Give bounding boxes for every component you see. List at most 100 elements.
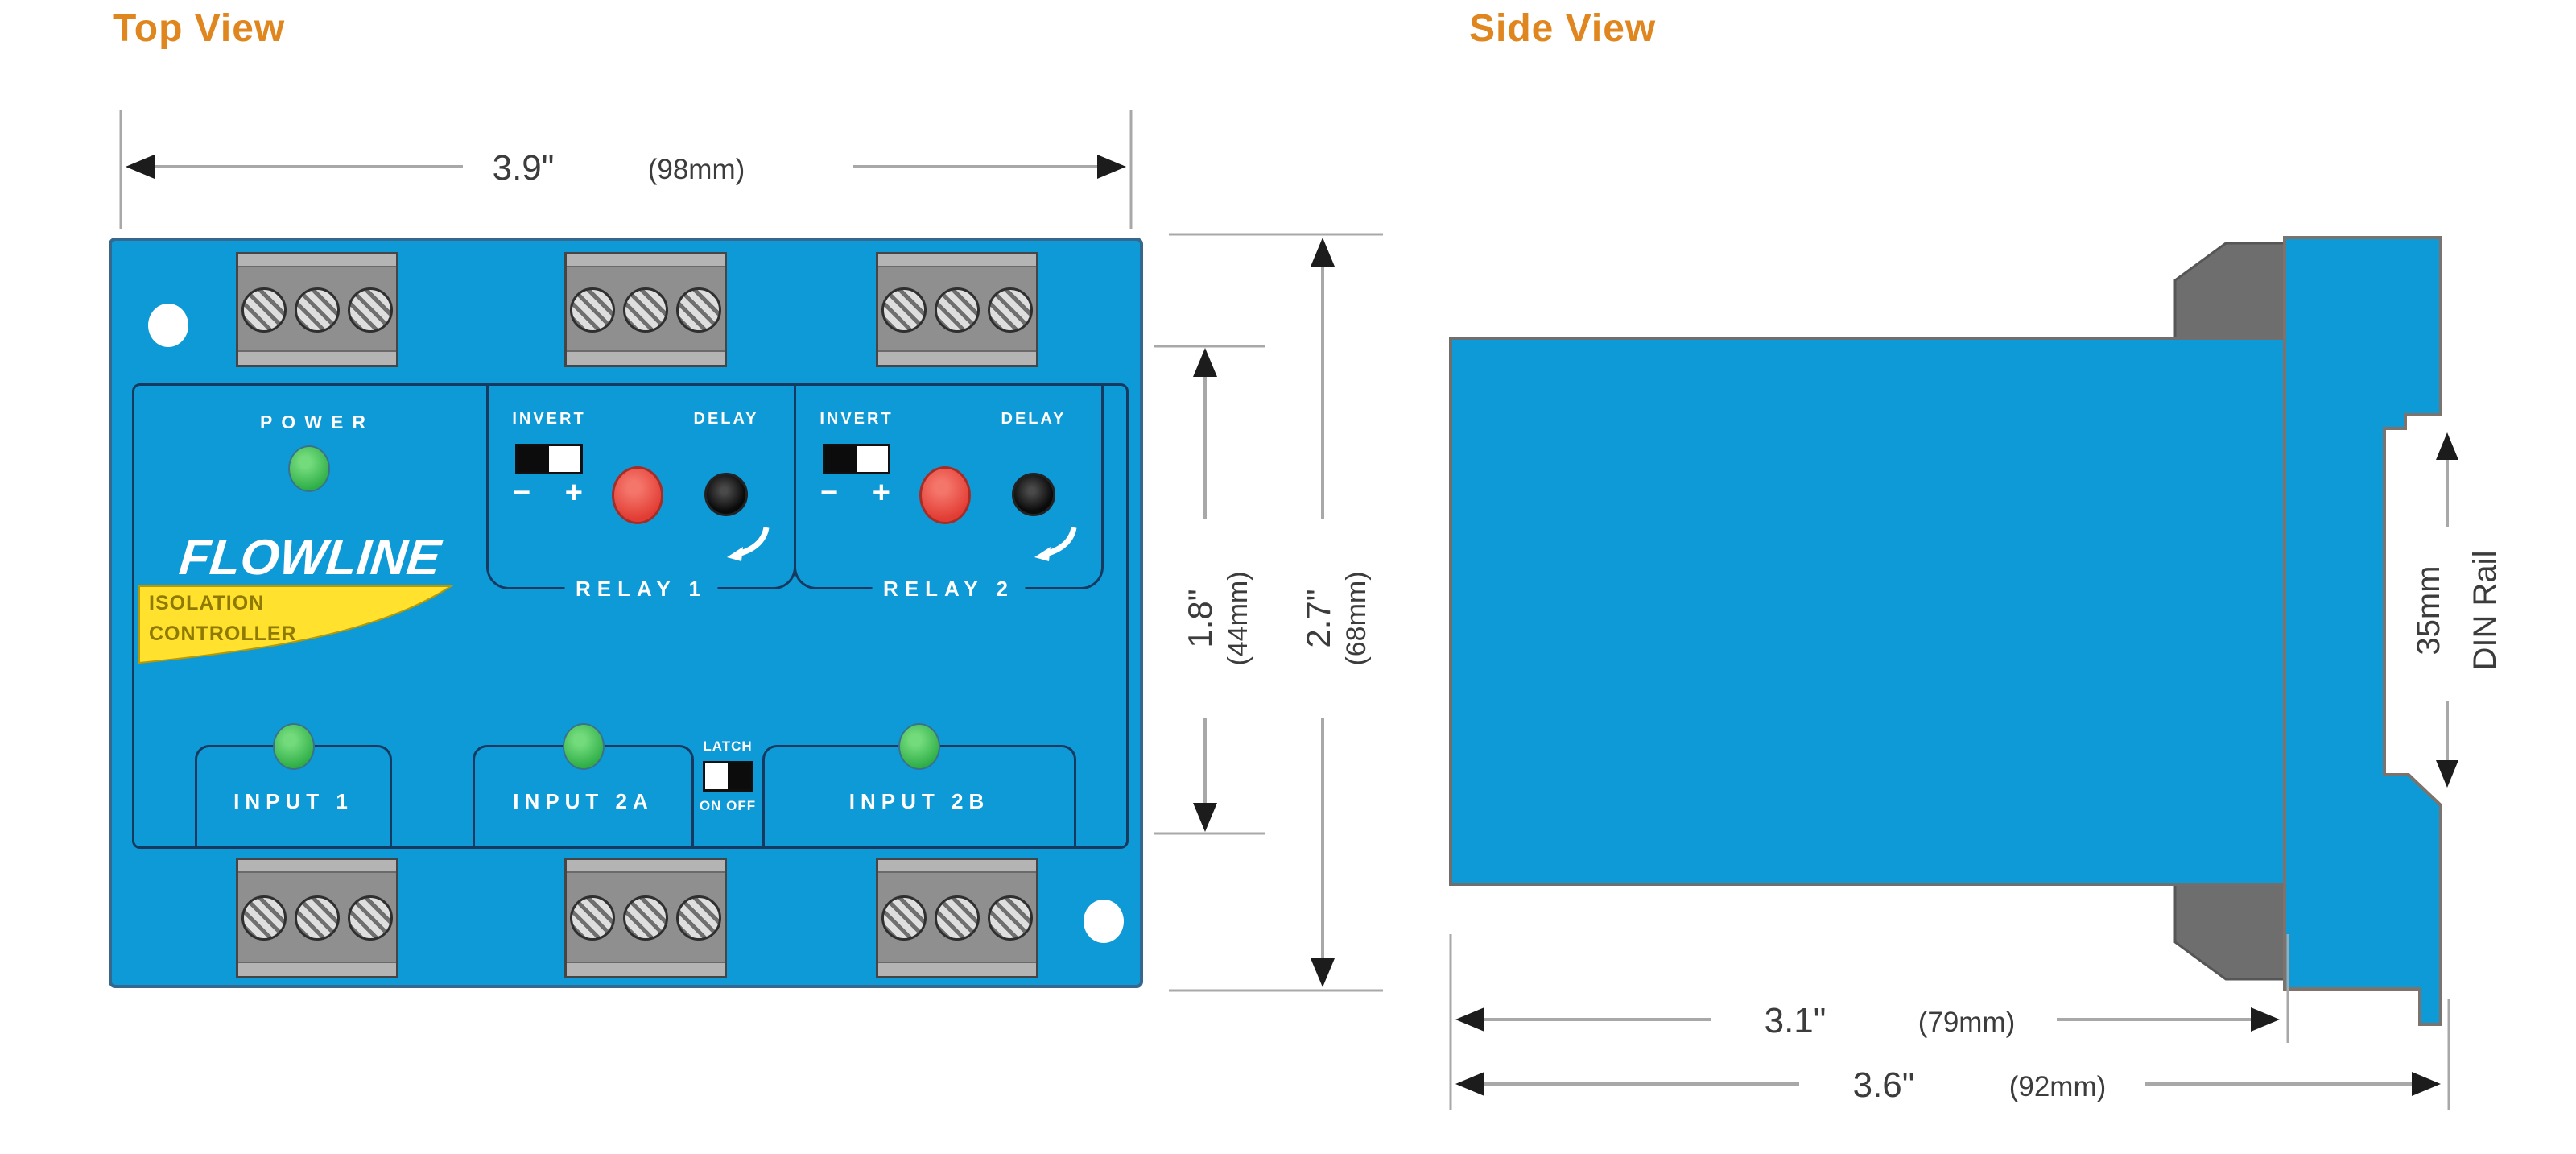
terminal-cover	[567, 254, 724, 267]
terminal-cover	[878, 860, 1036, 873]
product-name-line1: ISOLATION	[149, 592, 265, 614]
screw-icon	[623, 895, 668, 941]
relay-2-section: INVERT − + DELAY RELAY 2	[794, 386, 1104, 602]
screw-icon	[570, 895, 615, 941]
screw-icon	[676, 287, 721, 333]
delay-knob	[1012, 473, 1055, 516]
relay-set-button	[919, 466, 971, 524]
dim-inner-height-in: 1.8"	[1181, 589, 1219, 647]
product-flag	[138, 585, 454, 664]
dim-body-mm: (79mm)	[1918, 1007, 2016, 1038]
screw-icon	[881, 895, 927, 941]
dim-height-mm: (68mm)	[1341, 571, 1372, 665]
power-label: POWER	[260, 412, 374, 432]
polarity-marks: − +	[513, 476, 596, 510]
arrow-right-icon	[2251, 1007, 2280, 1032]
controller-side-view	[1449, 236, 2442, 1026]
input-2b-label: INPUT 2B	[848, 789, 990, 813]
relay-1-name: RELAY 1	[564, 577, 718, 602]
screw-icon	[295, 895, 340, 941]
terminal-cover	[238, 962, 396, 976]
arrow-down-icon	[1311, 958, 1335, 987]
din-clip-top	[2174, 242, 2292, 354]
din-clip-bottom	[2174, 868, 2292, 981]
faceplate-panel: POWER FLOWLINE ISOLATION CONTROLLER INVE…	[132, 383, 1129, 849]
arrow-right-icon	[1097, 155, 1126, 179]
terminal-block	[236, 858, 398, 978]
terminal-block	[564, 858, 727, 978]
dim-rail-size: 35mm	[2411, 565, 2446, 655]
terminal-cover	[878, 962, 1036, 976]
relay-1-section: INVERT − + DELAY RELAY 1	[486, 386, 796, 602]
relay-set-button	[612, 466, 663, 524]
arrow-up-icon	[1311, 238, 1335, 267]
screw-icon	[988, 287, 1033, 333]
product-name-line2: CONTROLLER	[149, 622, 297, 645]
dim-width-in: 3.9"	[493, 148, 555, 188]
screw-icon	[348, 287, 393, 333]
arrow-down-icon	[1193, 803, 1217, 832]
delay-label: DELAY	[693, 410, 759, 428]
terminal-block	[564, 252, 727, 367]
dim-width-lines	[119, 110, 1133, 229]
dim-rail-name: DIN Rail	[2467, 551, 2503, 671]
latch-states-label: ON OFF	[699, 798, 757, 813]
input-2a-section: INPUT 2A	[473, 723, 694, 846]
terminal-cover	[567, 962, 724, 976]
delay-label: DELAY	[1001, 410, 1067, 428]
terminal-block	[236, 252, 398, 367]
arrow-right-icon	[2412, 1072, 2441, 1096]
screw-icon	[242, 895, 287, 941]
input-led-icon	[562, 723, 605, 770]
din-rail-profile	[2283, 236, 2442, 1026]
terminal-cover	[567, 350, 724, 365]
screw-icon	[295, 287, 340, 333]
brand-logo: FLOWLINE	[176, 530, 444, 585]
screw-icon	[242, 287, 287, 333]
input-led-icon	[898, 723, 940, 770]
screw-icon	[623, 287, 668, 333]
side-body	[1449, 337, 2286, 886]
terminal-cover	[238, 254, 396, 267]
dim-overall-mm: (92mm)	[2009, 1071, 2107, 1102]
controller-top-view: POWER FLOWLINE ISOLATION CONTROLLER INVE…	[109, 238, 1143, 988]
latch-switch	[703, 761, 753, 792]
rotate-arrow-icon	[1034, 527, 1077, 561]
invert-switch	[515, 444, 583, 474]
terminal-block	[876, 858, 1038, 978]
dim-height-lines	[1169, 233, 1383, 992]
arrow-left-icon	[126, 155, 155, 179]
arrow-up-icon	[2436, 432, 2458, 460]
input-1-section: INPUT 1	[195, 723, 392, 846]
latch-label: LATCH	[703, 738, 753, 754]
screw-icon	[570, 287, 615, 333]
rotate-arrow-icon	[727, 527, 770, 561]
screw-icon	[881, 287, 927, 333]
terminal-cover	[878, 254, 1036, 267]
invert-label: INVERT	[819, 410, 894, 428]
invert-label: INVERT	[512, 410, 586, 428]
dim-body-ext-lines	[1449, 934, 2450, 1110]
mounting-hole-bottom-right	[1084, 900, 1124, 943]
polarity-marks: − +	[820, 476, 903, 510]
screw-icon	[348, 895, 393, 941]
terminal-block	[876, 252, 1038, 367]
top-view-title: Top View	[113, 7, 286, 50]
arrow-up-icon	[1193, 348, 1217, 377]
arrow-down-icon	[2436, 760, 2458, 788]
arrow-left-icon	[1455, 1007, 1484, 1032]
terminal-cover	[567, 860, 724, 873]
dim-height-in: 2.7"	[1299, 589, 1337, 647]
dim-width-mm: (98mm)	[648, 154, 745, 185]
dim-overall-in: 3.6"	[1853, 1065, 1915, 1105]
dim-inner-height-mm: (44mm)	[1223, 571, 1253, 665]
terminal-cover	[878, 350, 1036, 365]
invert-switch	[823, 444, 890, 474]
input-2a-label: INPUT 2A	[513, 789, 654, 813]
flag-shape	[138, 585, 454, 664]
dim-body-in: 3.1"	[1765, 1001, 1827, 1040]
dim-inner-height-lines	[1154, 345, 1265, 835]
input-led-icon	[272, 723, 315, 770]
arrow-left-icon	[1455, 1072, 1484, 1096]
